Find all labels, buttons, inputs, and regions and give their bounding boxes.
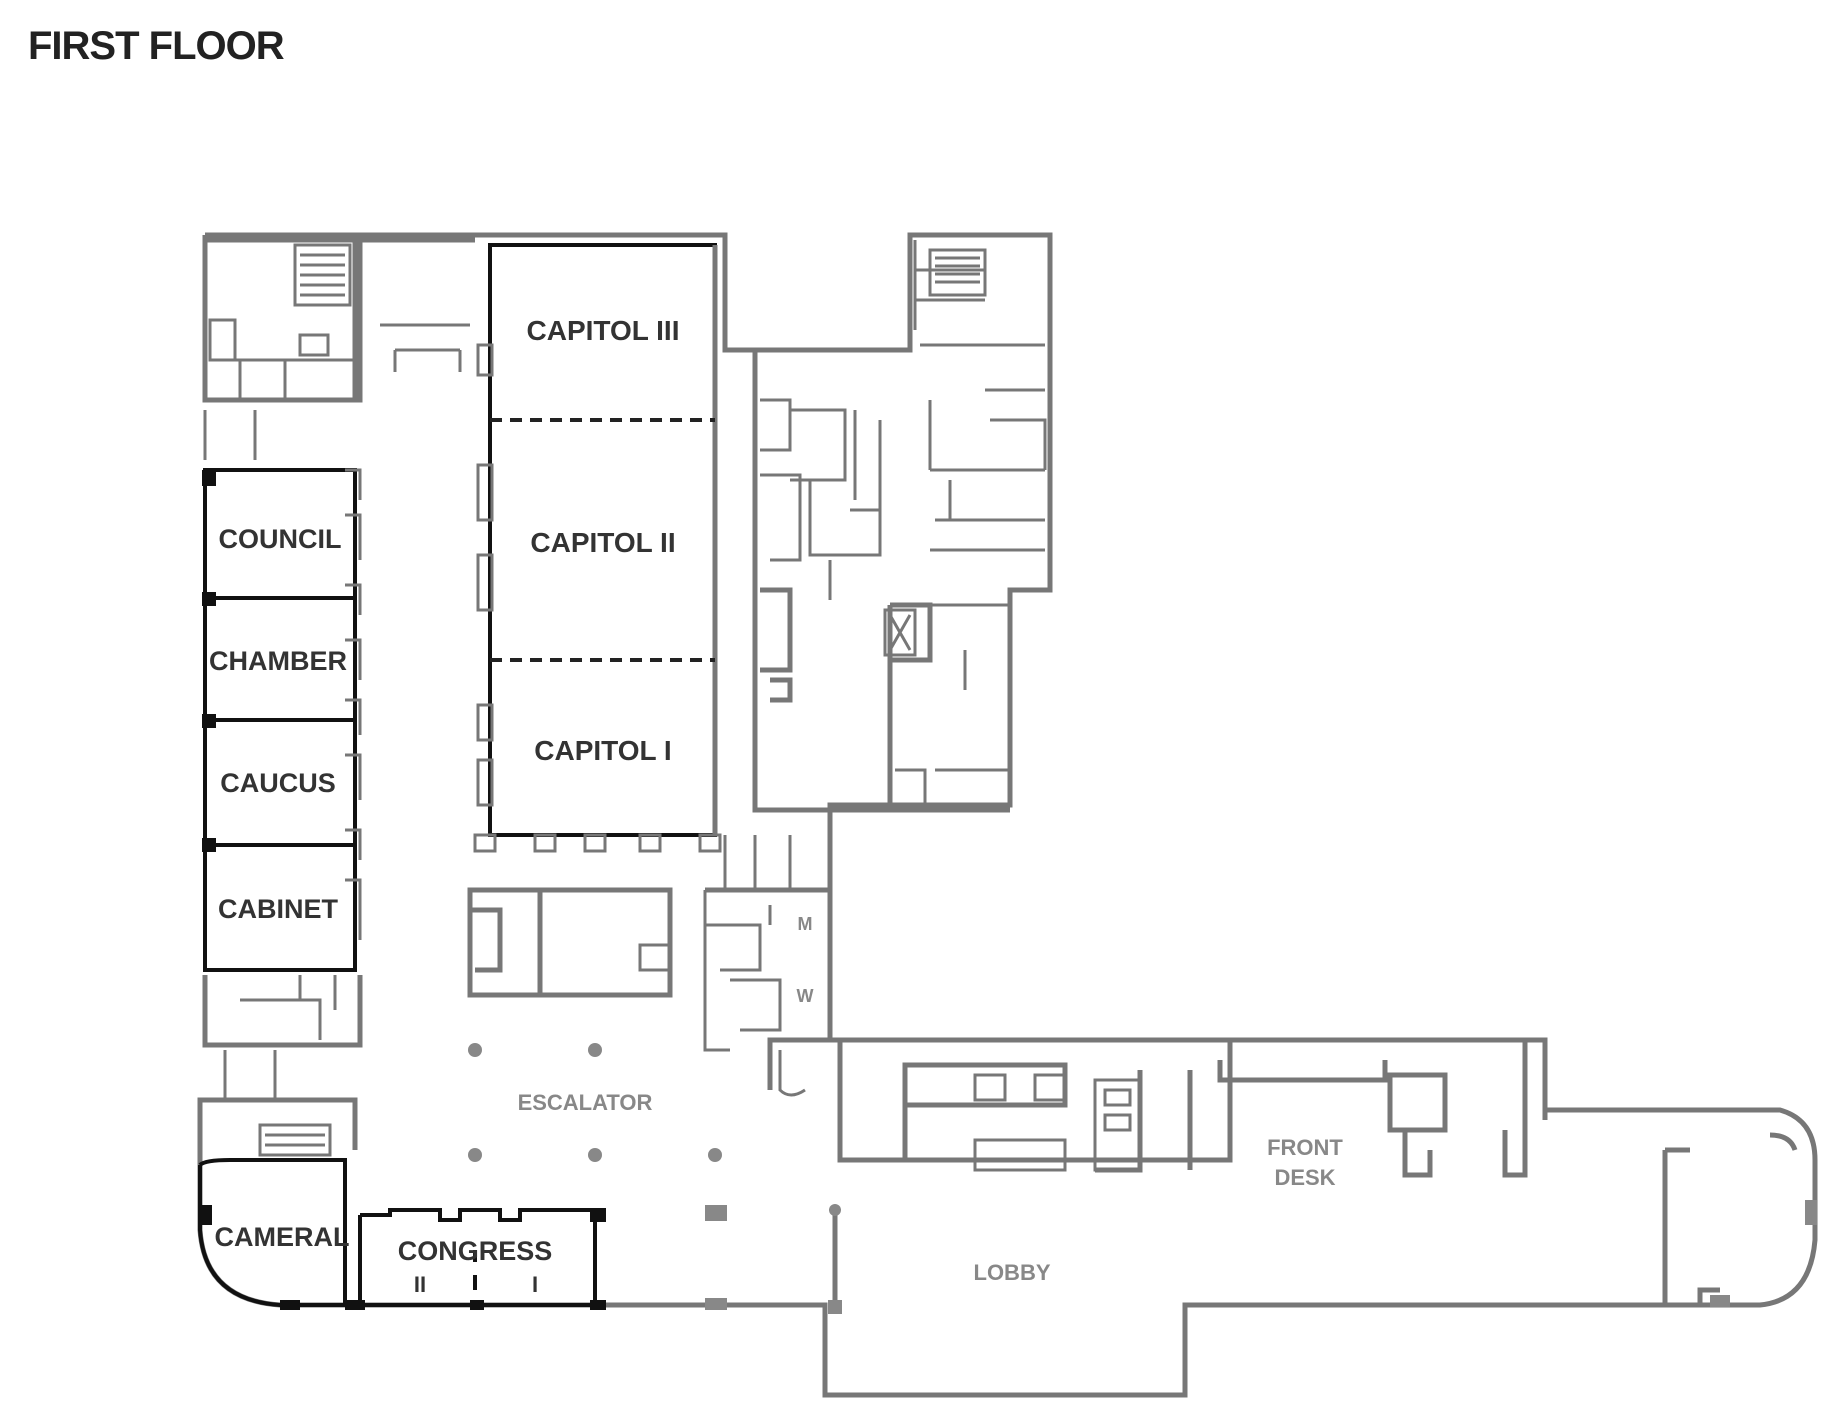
columns <box>468 1043 727 1310</box>
label-caucus: CAUCUS <box>220 768 336 798</box>
label-capitol-3: CAPITOL III <box>527 315 680 346</box>
service-block-top-left <box>202 237 470 460</box>
label-chamber: CHAMBER <box>209 646 347 676</box>
back-of-house <box>752 240 1047 813</box>
label-restroom-women: W <box>797 986 814 1006</box>
label-front-desk-line1: FRONT <box>1267 1135 1343 1160</box>
label-capitol-1: CAPITOL I <box>534 735 671 766</box>
label-congress-2: II <box>414 1272 426 1297</box>
label-cameral: CAMERAL <box>215 1222 350 1252</box>
middle-lower-rooms <box>467 835 833 1097</box>
label-restroom-men: M <box>798 914 813 934</box>
page-title: FIRST FLOOR <box>28 24 285 68</box>
left-meeting-rooms <box>202 468 363 1157</box>
label-congress-1: I <box>532 1272 538 1297</box>
label-capitol-2: CAPITOL II <box>530 527 675 558</box>
label-congress: CONGRESS <box>398 1236 553 1266</box>
label-cabinet: CABINET <box>218 894 339 924</box>
cameral-congress <box>198 1158 606 1310</box>
label-council: COUNCIL <box>219 524 342 554</box>
label-escalator: ESCALATOR <box>518 1090 653 1115</box>
lobby-front-desk <box>828 1040 1817 1314</box>
room-labels: CAPITOL III CAPITOL II CAPITOL I COUNCIL… <box>209 315 1343 1297</box>
label-lobby: LOBBY <box>974 1260 1051 1285</box>
capitol-ballroom <box>473 243 722 853</box>
label-front-desk-line2: DESK <box>1274 1165 1335 1190</box>
